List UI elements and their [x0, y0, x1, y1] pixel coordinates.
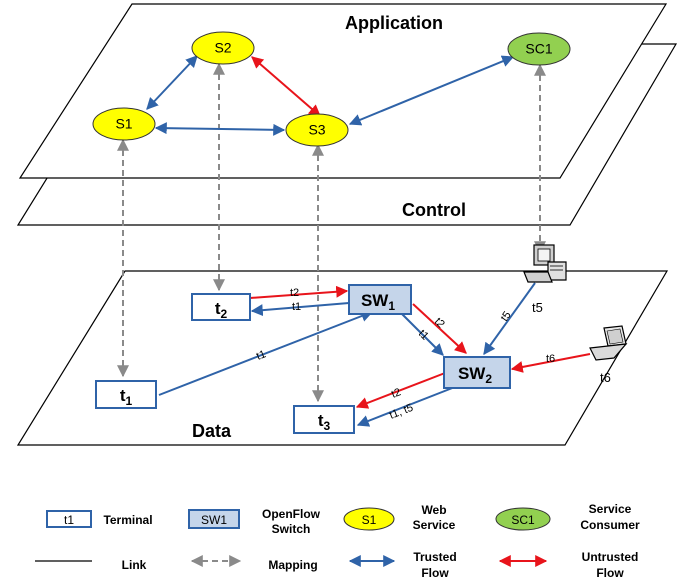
legend-trusted-label-2: Flow: [421, 566, 449, 580]
flow-label-sw1-to-t2: t1: [292, 301, 301, 313]
flow-t5-to-sw2: [483, 282, 536, 355]
legend-switch-sample: [188, 509, 240, 529]
openflow-switch-sw2: [443, 356, 511, 389]
flow-sw2-to-t3-t2: [355, 372, 446, 409]
legend-switch-label-2: Switch: [272, 522, 311, 536]
data-plane: [16, 270, 669, 446]
openflow-switch-sw1-label: SW1: [361, 291, 395, 313]
flow-sw1-to-sw2-t2: [412, 303, 467, 354]
legend-trusted-label-1: Trusted: [413, 550, 456, 564]
service-s3-label: S3: [308, 122, 325, 138]
service-consumer-sc1-label: SC1: [525, 41, 552, 57]
legend-link-label: Link: [122, 558, 147, 572]
service-s2: [191, 31, 255, 65]
device-t6-label: t6: [600, 370, 611, 385]
legend-terminal-sample-label: t1: [64, 513, 74, 527]
flow-t1-to-sw1: [158, 310, 374, 396]
legend-terminal-label: Terminal: [103, 513, 152, 527]
laptop-icon: [589, 325, 628, 361]
legend-switch-label-1: OpenFlow: [262, 507, 321, 521]
control-plane-label: Control: [402, 200, 466, 220]
service-consumer-sc1: [507, 32, 571, 66]
flow-label-t2-to-sw1: t2: [290, 287, 299, 299]
flow-t6-to-sw2: [510, 353, 591, 373]
flow-s2-s1: [146, 55, 198, 110]
legend-consumer-label-2: Consumer: [580, 518, 640, 532]
terminal-t2-label: t2: [215, 299, 228, 321]
legend-switch-sample-label: SW1: [201, 513, 227, 527]
legend-untrusted-label-2: Flow: [596, 566, 624, 580]
service-s2-label: S2: [214, 40, 231, 56]
service-s3: [285, 113, 349, 147]
device-t5-label: t5: [532, 300, 543, 315]
terminal-t1-label: t1: [120, 386, 133, 408]
openflow-switch-sw2-label: SW2: [458, 364, 492, 386]
flow-label-t6-link: t6: [546, 353, 555, 365]
flow-sw1-to-sw2-t1: [399, 311, 444, 356]
flow-sw2-to-t3-t1-t5: [356, 384, 461, 427]
service-s1-label: S1: [115, 116, 132, 132]
flow-s3-sc1: [348, 55, 515, 126]
flow-sw1-to-t2: [250, 302, 350, 317]
data-plane-label: Data: [192, 421, 232, 441]
desktop-computer-icon: [523, 244, 567, 283]
application-plane-label: Application: [345, 13, 443, 33]
legend: t1 Terminal SW1 OpenFlow Switch S1 Web S…: [35, 502, 640, 580]
service-s1: [92, 107, 156, 141]
terminal-t1: [95, 380, 157, 409]
flow-s1-s3: [154, 122, 286, 136]
legend-consumer-label-1: Service: [589, 502, 632, 516]
legend-consumer-sample-label: SC1: [511, 513, 535, 527]
openflow-switch-sw1: [348, 284, 412, 315]
legend-consumer-sample: [495, 507, 551, 531]
flow-label-sw2-t3-t2: t2: [390, 386, 403, 400]
legend-web-service-label-2: Service: [413, 518, 456, 532]
flow-t2-to-sw1: [249, 285, 349, 299]
legend-web-service-label-1: Web: [421, 503, 446, 517]
application-plane: [18, 3, 668, 179]
legend-web-service-sample: [343, 507, 395, 531]
legend-untrusted-label-1: Untrusted: [582, 550, 639, 564]
terminal-t3: [293, 405, 355, 434]
terminal-t2: [191, 293, 251, 321]
legend-terminal-sample: [46, 510, 92, 528]
flow-s2-s3: [251, 56, 321, 117]
terminal-t3-label: t3: [318, 411, 331, 433]
legend-web-service-sample-label: S1: [362, 513, 377, 527]
flow-label-t1-to-sw1: t1: [255, 348, 268, 362]
legend-mapping-label: Mapping: [268, 558, 317, 572]
